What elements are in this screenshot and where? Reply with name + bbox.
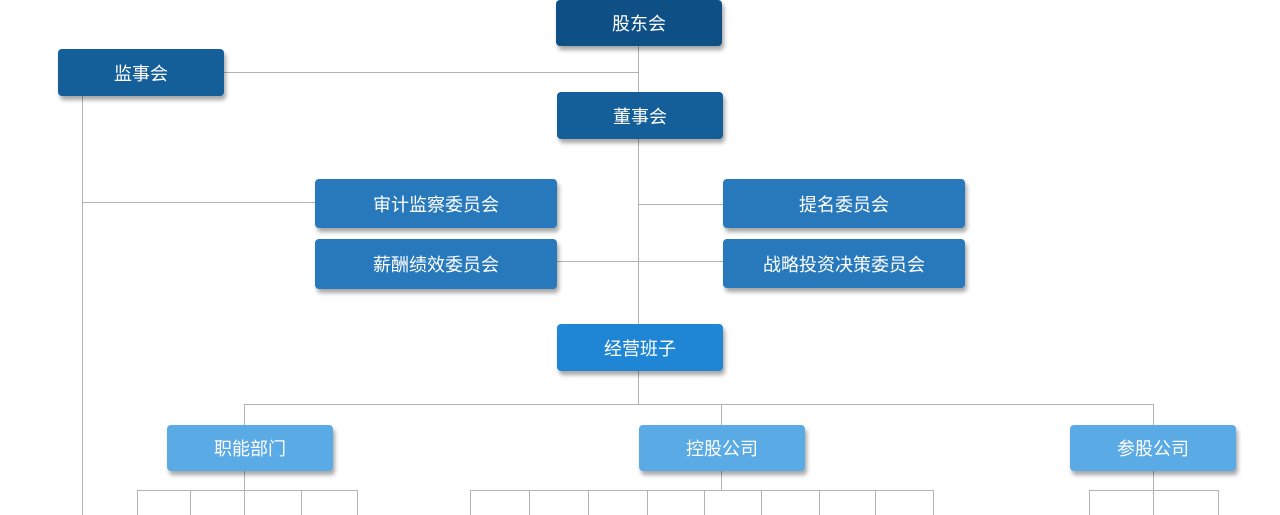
nomination-committee-node: 提名委员会 xyxy=(723,179,965,228)
management-node: 经营班子 xyxy=(557,324,723,371)
holding-companies-node: 控股公司 xyxy=(639,425,805,471)
compensation-committee-node: 薪酬绩效委员会 xyxy=(315,239,557,289)
participating-companies-node: 参股公司 xyxy=(1070,425,1236,471)
audit-committee-node: 审计监察委员会 xyxy=(315,179,557,228)
supervisory-board-node: 监事会 xyxy=(58,49,224,96)
shareholders-node: 股东会 xyxy=(556,0,722,46)
strategy-committee-node: 战略投资决策委员会 xyxy=(723,239,965,288)
board-node: 董事会 xyxy=(557,92,723,139)
functional-departments-node: 职能部门 xyxy=(167,425,333,471)
